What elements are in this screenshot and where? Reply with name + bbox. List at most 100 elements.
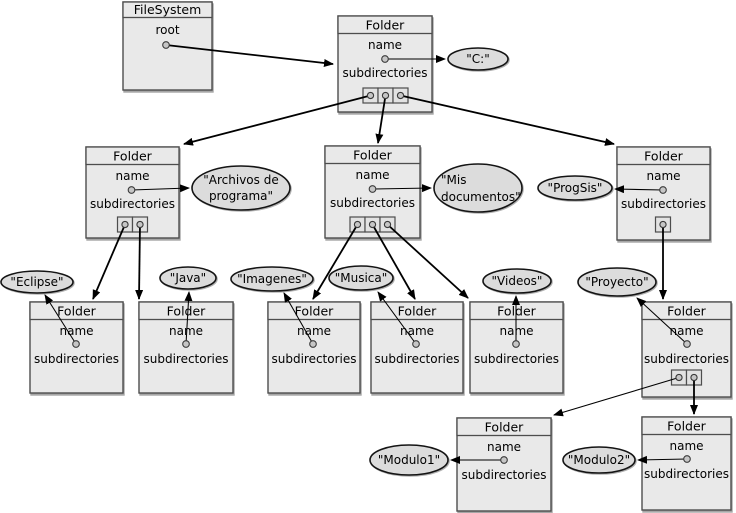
value-videos: "Videos" (482, 268, 552, 294)
folder-title-compartment (337, 15, 433, 35)
value-text: "Imagenes" (237, 272, 307, 286)
folder-title-compartment (370, 301, 464, 321)
edge-archivos-sub1-to-eclipse (92, 224, 126, 300)
port-proyecto-sub1 (675, 373, 683, 382)
value-text: "Modulo2" (568, 453, 630, 467)
attr-subdirectories-label: subdirectories (644, 467, 729, 481)
edge-misdoc-sub1-to-imagenes (312, 224, 359, 300)
edge-folderc-sub2-to-misdocumentos (375, 95, 387, 144)
edge-archivos-sub2-to-java (135, 224, 144, 300)
folder-title-compartment (456, 417, 552, 437)
value-java: "Java" (159, 266, 217, 290)
attr-subdirectories-label: subdirectories (374, 352, 459, 366)
value-imagenes: "Imagenes" (230, 266, 314, 292)
node-title: Folder (644, 149, 683, 164)
value-eclipse: "Eclipse" (0, 270, 74, 294)
edge-root-to-folder-c (165, 44, 334, 67)
attr-name-label: name (115, 169, 149, 183)
value-text: "C:" (466, 52, 489, 66)
node-title: Folder (113, 149, 152, 164)
value-text: "Proyecto" (585, 275, 648, 289)
port-archivos-name (127, 186, 136, 194)
port-proyecto-sub2 (690, 373, 698, 382)
filesystem-title-compartment (122, 1, 213, 19)
node-title: Folder (398, 304, 437, 319)
node-title: Folder (353, 148, 392, 163)
folder-title-compartment (641, 301, 732, 321)
port-folderc-sub3 (396, 91, 405, 100)
value-text-line2: programa" (209, 189, 273, 203)
value-text: "Musica" (335, 271, 388, 285)
value-modulo2: "Modulo2" (562, 446, 636, 474)
edge-musica-name-to-value (377, 291, 417, 345)
attr-subdirectories-label: subdirectories (34, 352, 119, 366)
port-modulo1-name (500, 456, 508, 464)
attr-subdirectories-label: subdirectories (461, 468, 546, 482)
value-ellipse (433, 163, 523, 213)
port-progsis-sub1 (659, 220, 667, 229)
port-musica-name (412, 340, 420, 348)
value-progsis: "ProgSis" (537, 175, 613, 201)
port-misdoc-sub2 (368, 220, 377, 229)
folder-proyecto-node: Folder name subdirectories (641, 301, 732, 398)
attr-name-label: name (669, 439, 703, 453)
node-title: FileSystem (134, 2, 202, 17)
value-text-line1: "Archivos de (203, 173, 278, 187)
folder-modulo2-node: Folder name subdirectories (641, 416, 732, 511)
folder-java-node: Folder name subdirectories (138, 301, 234, 394)
edge-proyecto-name-to-value (636, 297, 688, 345)
value-ellipse (562, 446, 636, 474)
ports-layer (72, 41, 698, 464)
node-title: Folder (497, 304, 536, 319)
node-title: Folder (667, 304, 706, 319)
value-ellipse (230, 266, 314, 292)
node-title: Folder (167, 304, 206, 319)
port-folderc-name (381, 55, 389, 63)
folder-eclipse-node: Folder name subdirectories (29, 301, 124, 394)
attr-name-label: name (400, 324, 434, 338)
node-title: Folder (667, 419, 706, 434)
node-title: Folder (366, 18, 405, 33)
edge-misdoc-sub3-to-videos (386, 223, 469, 299)
edge-folderc-sub1-to-archivos (183, 94, 371, 146)
edge-java-name-to-value (184, 291, 193, 345)
port-archivos-sub2 (136, 220, 144, 229)
folder-title-compartment (29, 301, 124, 321)
values-layer: "C:" "Archivos de programa" "Mis documen… (0, 47, 657, 476)
port-videos-name (512, 340, 520, 348)
value-ellipse (0, 270, 74, 294)
attr-name-label: name (646, 169, 680, 183)
attr-subdirectories-label: subdirectories (621, 197, 706, 211)
node-title: Folder (57, 304, 96, 319)
folder-title-compartment (138, 301, 234, 321)
folder-title-compartment (267, 301, 361, 321)
edge-modulo2-name-to-value (637, 455, 688, 464)
attr-name-label: name (355, 168, 389, 182)
node-title: Folder (485, 420, 524, 435)
value-ellipse (537, 175, 613, 201)
value-archivos-de-programa: "Archivos de programa" (191, 165, 291, 211)
filesystem-node: FileSystem root (122, 1, 213, 91)
value-ellipse (191, 165, 291, 211)
edge-progsis-name-to-value (614, 185, 664, 194)
value-proyecto: "Proyecto" (577, 267, 657, 297)
value-modulo1: "Modulo1" (369, 444, 449, 476)
edge-archivos-name-to-value (131, 184, 190, 193)
port-modulo2-name (683, 455, 691, 463)
attr-name-label: name (669, 324, 703, 338)
port-proyecto-name (683, 340, 691, 348)
value-ellipse (482, 268, 552, 294)
edge-misdoc-name-to-value (372, 184, 432, 193)
value-ellipse (577, 267, 657, 297)
edge-proyecto-sub1-to-modulo1 (553, 376, 680, 417)
folder-title-compartment (641, 416, 732, 436)
edge-eclipse-name-to-value (44, 294, 77, 345)
attr-subdirectories-label: subdirectories (90, 197, 175, 211)
attr-subdirectories-label: subdirectories (342, 66, 427, 80)
port-java-name (182, 340, 190, 348)
value-text: "ProgSis" (548, 181, 603, 195)
port-progsis-name (659, 186, 667, 194)
edge-misdoc-sub2-to-musica (371, 224, 416, 300)
value-mis-documentos: "Mis documentos" (433, 163, 523, 213)
